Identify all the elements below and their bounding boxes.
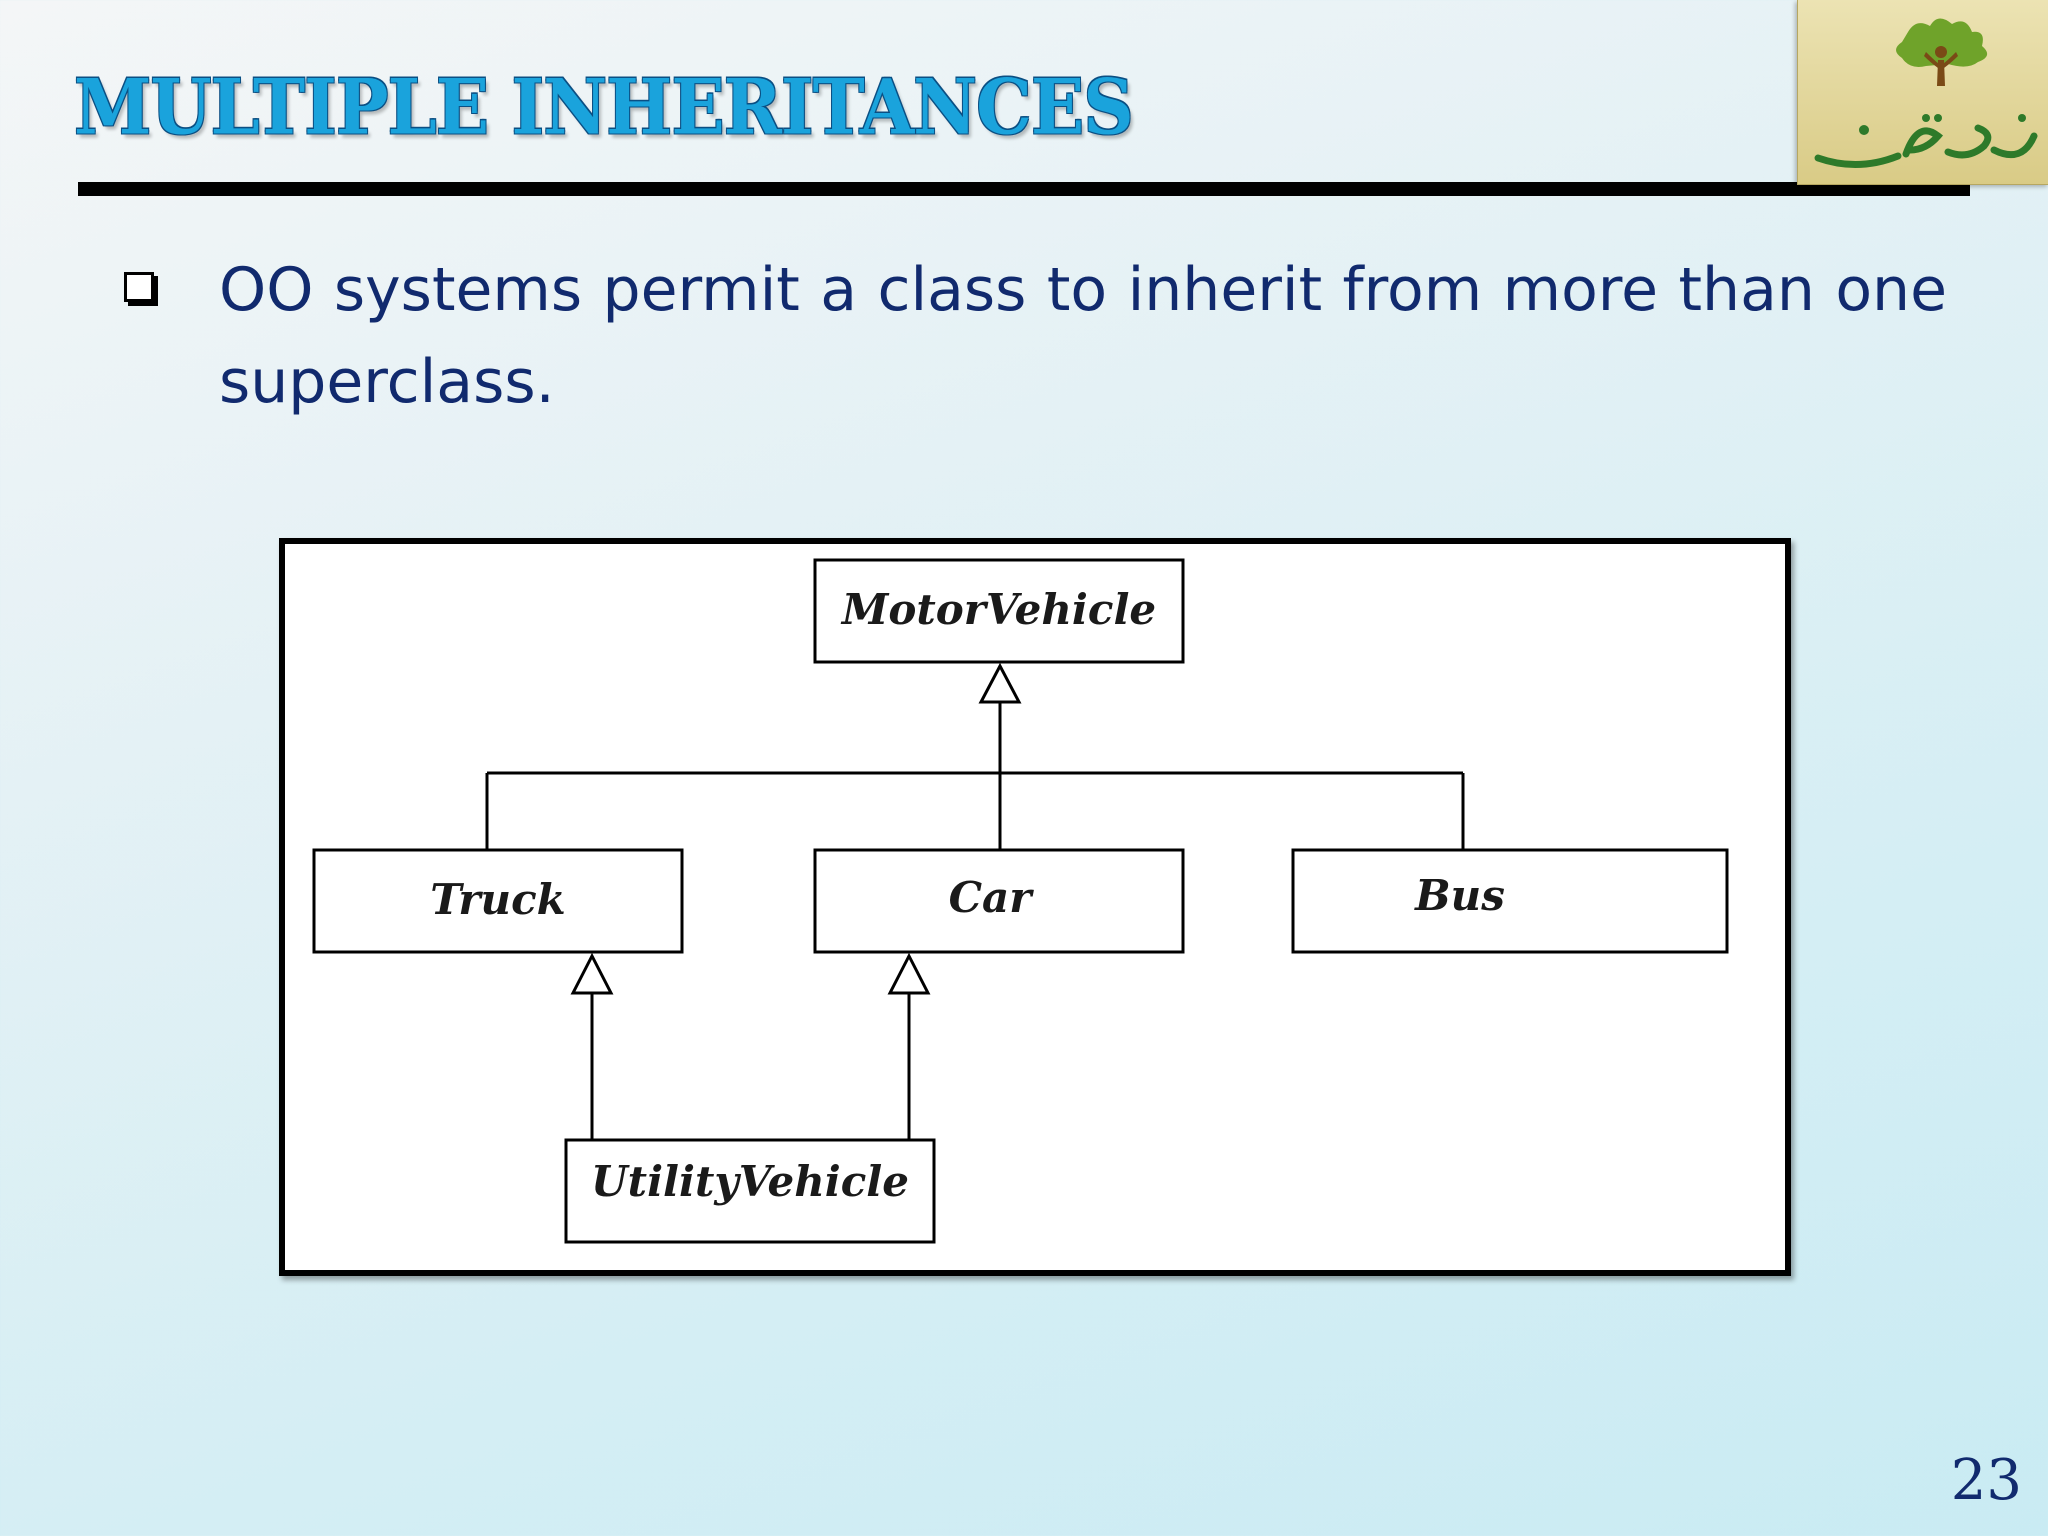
bullet-text: OO systems permit a class to inherit fro… (219, 255, 1947, 417)
class-label-bus: Bus (1414, 871, 1505, 920)
class-box-motor-vehicle (813, 558, 1185, 664)
page-number: 23 (1950, 1448, 2022, 1513)
class-label-car: Car (949, 873, 1035, 922)
generalization-arrow-car (887, 952, 931, 995)
generalization-arrow-motor-vehicle (978, 662, 1022, 704)
class-box-bus (1291, 848, 1729, 954)
uml-diagram: MotorVehicle Truck Car Bus UtilityVehicl… (279, 538, 1791, 1276)
title-underline (78, 182, 1970, 196)
class-label-motor-vehicle: MotorVehicle (840, 585, 1156, 634)
tree-person-icon (1814, 18, 2038, 168)
logo (1797, 0, 2048, 185)
class-label-utility-vehicle: UtilityVehicle (591, 1157, 909, 1206)
class-box-truck (312, 848, 684, 954)
generalization-lines (485, 702, 1465, 1140)
slide-title: MULTIPLE INHERITANCES (74, 62, 1134, 152)
bullet-icon (124, 268, 158, 302)
class-box-utility-vehicle (564, 1138, 936, 1244)
class-label-truck: Truck (430, 875, 566, 924)
generalization-arrow-truck (570, 952, 614, 995)
